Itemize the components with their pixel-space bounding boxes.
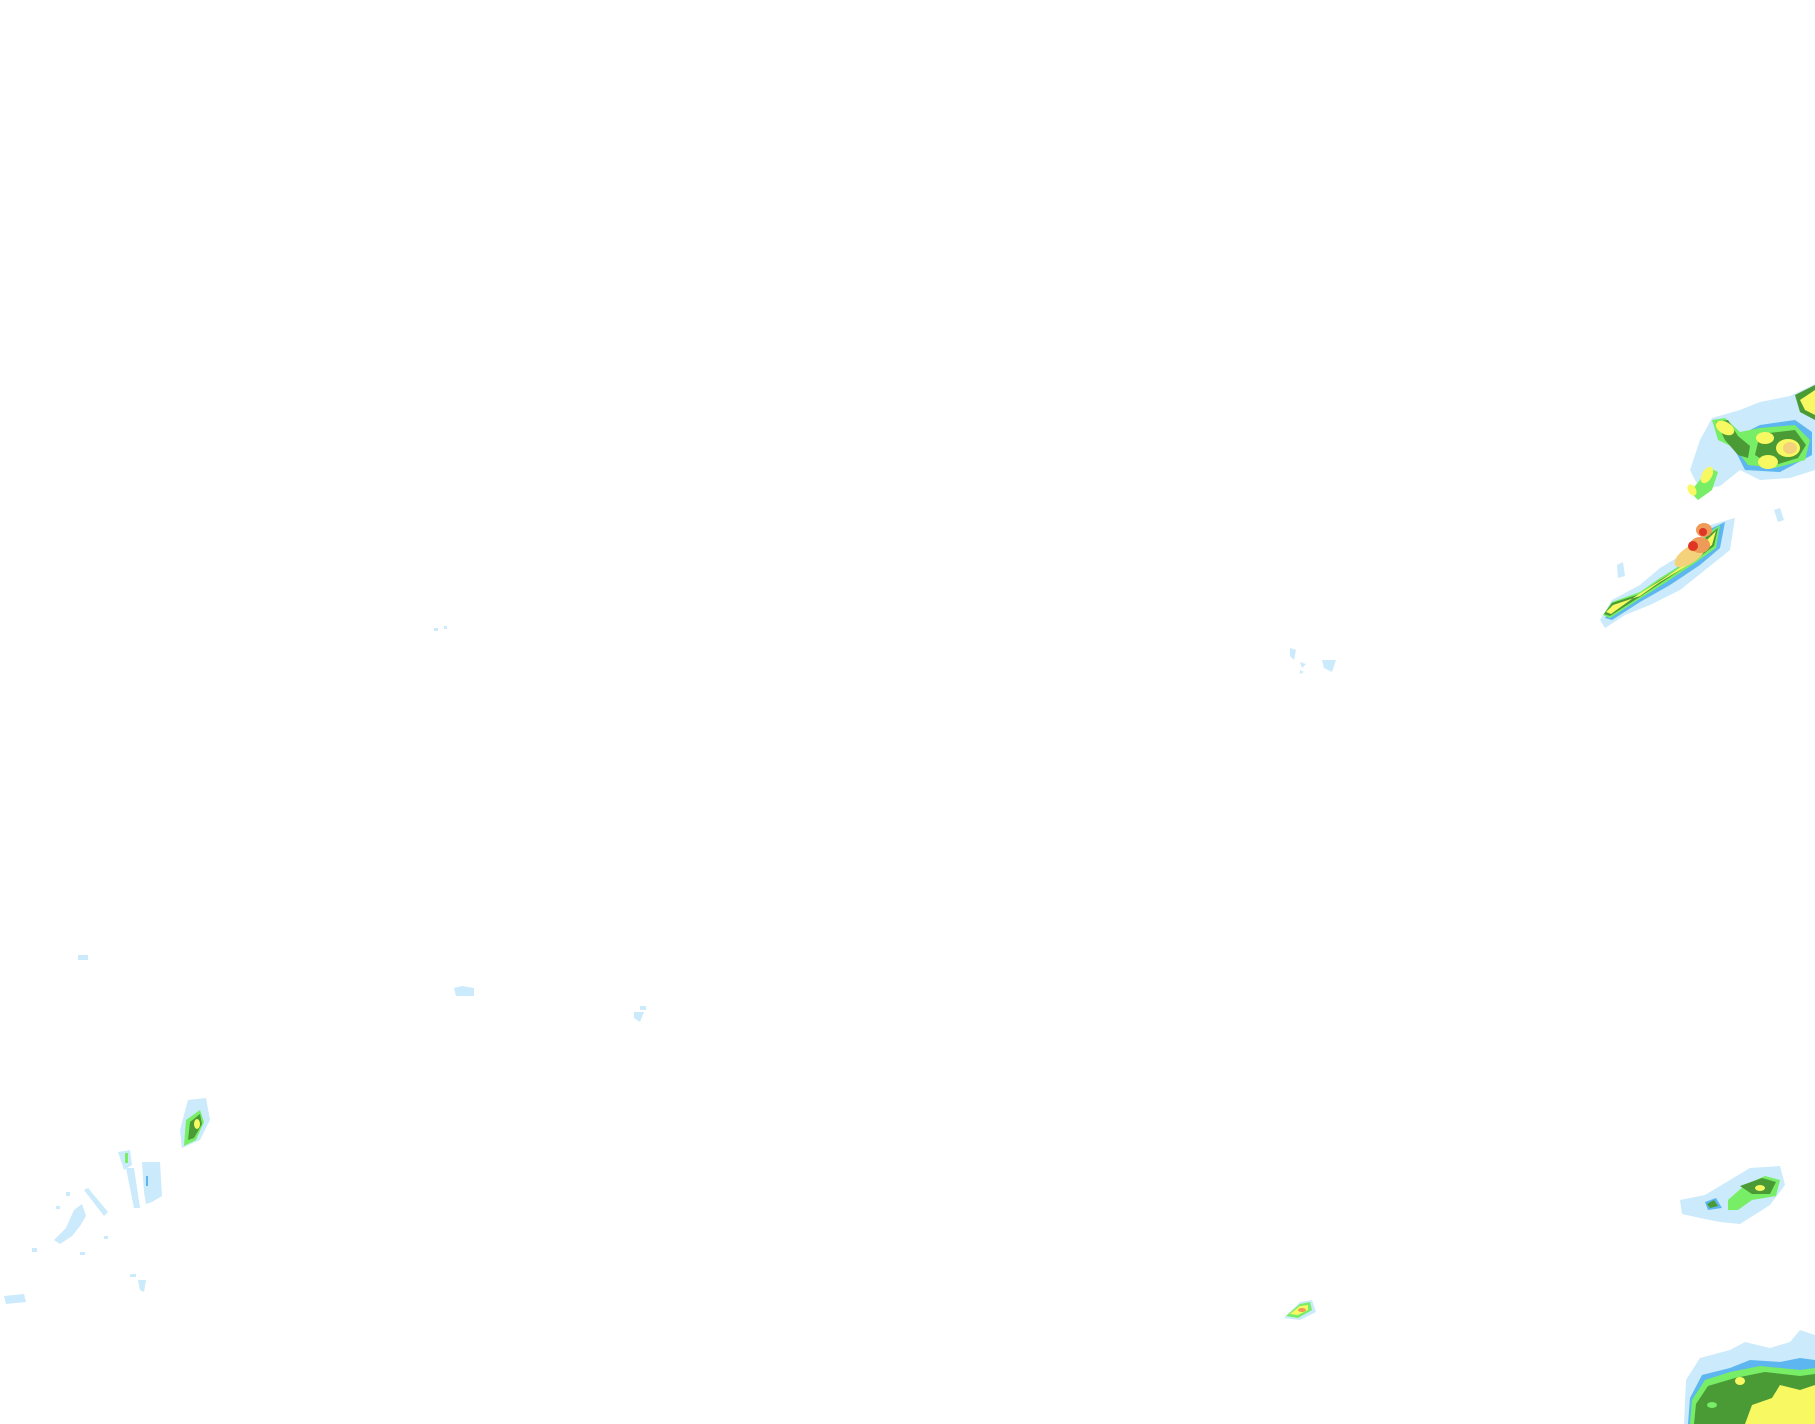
storm-cell-small-south — [1284, 1300, 1316, 1320]
storm-cluster-northeast — [1687, 384, 1815, 522]
scattered-light-echoes — [4, 626, 1336, 1304]
storm-cell-line — [1600, 518, 1735, 628]
storm-cluster-southwest — [32, 1098, 210, 1292]
storm-cell-southeast — [1680, 1166, 1785, 1224]
storm-cluster-south-edge — [1684, 1330, 1815, 1424]
